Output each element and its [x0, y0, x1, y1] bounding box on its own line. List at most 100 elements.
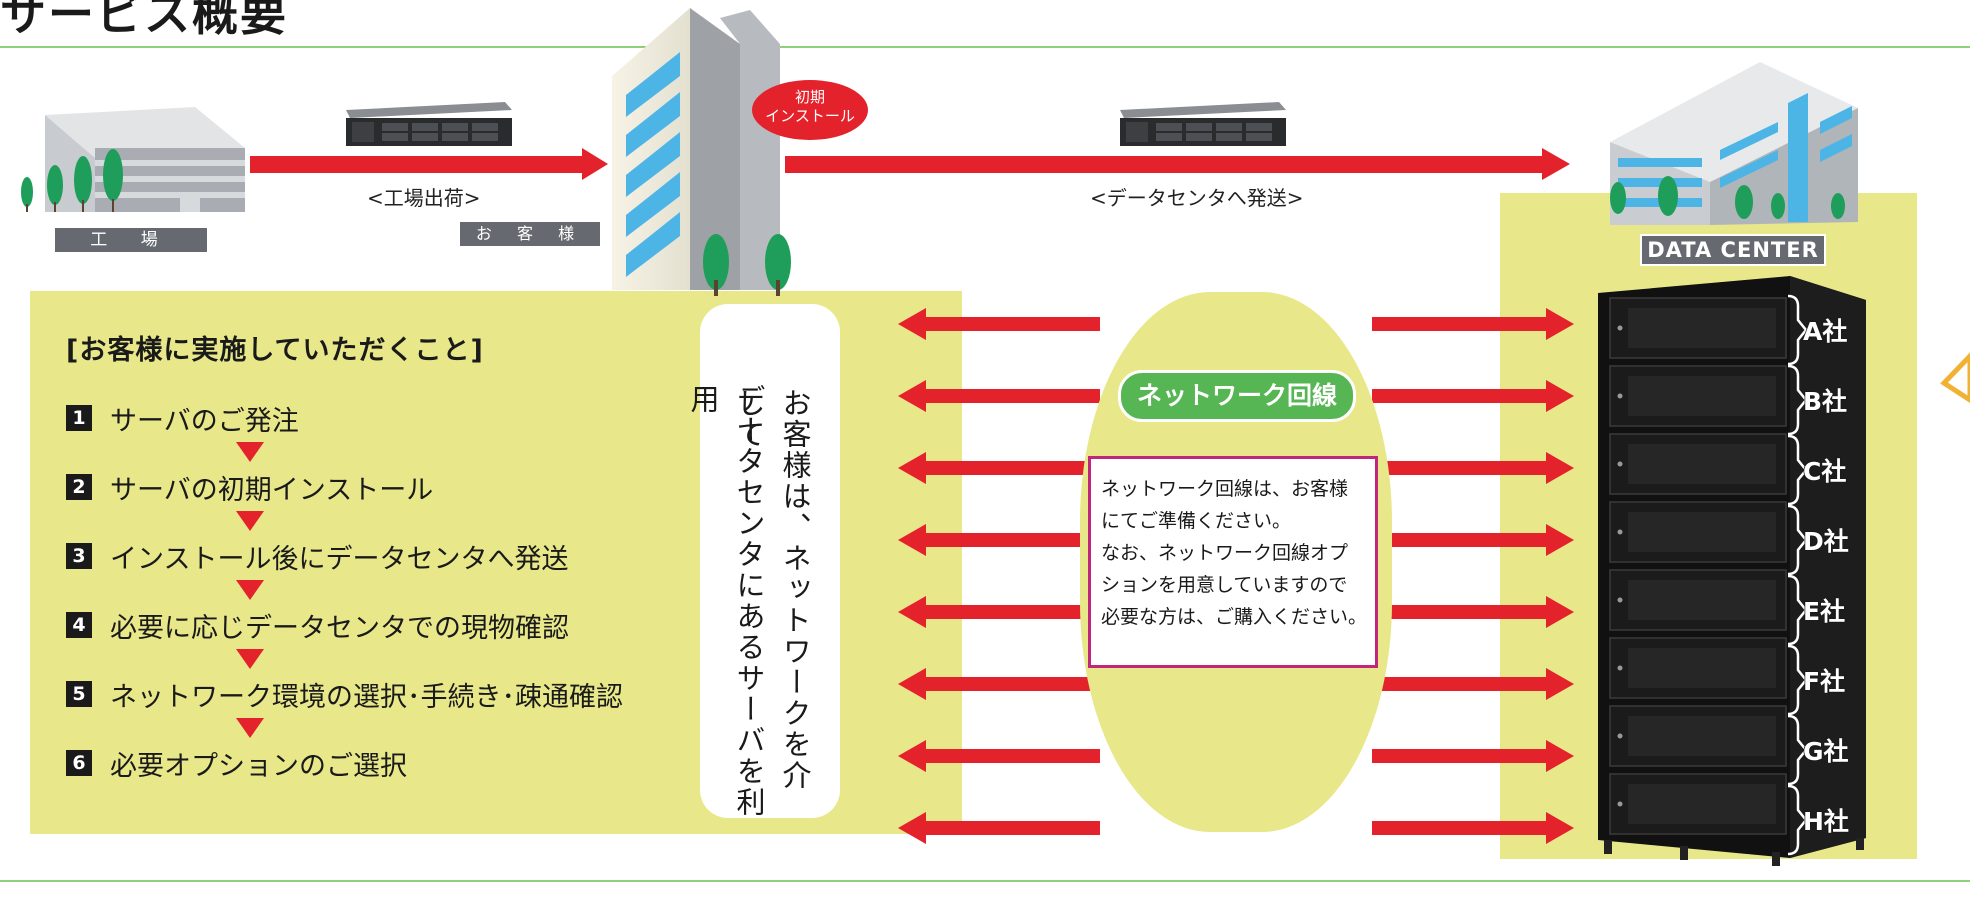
- rack-company-label: C社: [1802, 456, 1847, 486]
- rack-company-label: H社: [1802, 806, 1849, 836]
- rack-company-label: F社: [1802, 666, 1846, 696]
- rack-company-label: B社: [1802, 386, 1848, 416]
- network-note-line: なお、ネットワーク回線オプ: [1101, 542, 1349, 564]
- task-step-text: ネットワーク環境の選択･手続き･疎通確認: [110, 681, 623, 713]
- network-note-line: ネットワーク回線は、お客様: [1101, 478, 1349, 500]
- rack-slot-brace: [1787, 644, 1808, 716]
- task-step-text: 必要オプションのご選択: [110, 750, 407, 782]
- network-badge: ネットワーク回線: [1118, 370, 1356, 422]
- initial-install-badge: 初期 インストール: [752, 80, 868, 140]
- rack-shelf-lock: [1617, 597, 1623, 603]
- rack-shelf-lock: [1617, 665, 1623, 671]
- rack-shelf-glass: [1628, 308, 1776, 348]
- rack-company-label: G社: [1802, 736, 1849, 766]
- server-rack-icon: [1598, 276, 1866, 866]
- task-step-number: 4: [66, 612, 92, 638]
- rack-shelf-lock: [1617, 325, 1623, 331]
- task-step-number: 5: [66, 681, 92, 707]
- network-arrow-right: [1372, 812, 1574, 844]
- datacenter-building-icon: [1610, 62, 1858, 225]
- initial-install-badge-line2: インストール: [765, 107, 855, 125]
- network-arrow-right: [1372, 308, 1574, 340]
- task-step-text: サーバのご発注: [110, 405, 299, 437]
- task-step: 6 必要オプションのご選択: [66, 745, 407, 782]
- rack-shelf-lock: [1617, 801, 1623, 807]
- datacenter-label: DATA CENTER: [1640, 234, 1826, 266]
- task-step: 5 ネットワーク環境の選択･手続き･疎通確認: [66, 676, 623, 713]
- task-step-number: 6: [66, 750, 92, 776]
- step-down-arrow-icon: [236, 580, 264, 600]
- task-step-text: インストール後にデータセンタへ発送: [110, 543, 569, 575]
- rack-slot-brace: [1787, 364, 1808, 436]
- task-step: 4 必要に応じデータセンタでの現物確認: [66, 607, 569, 644]
- usage-message-line1: お客様は、ネットワークを介して: [732, 388, 812, 791]
- network-arrow-left: [898, 380, 1100, 412]
- network-arrow-left: [898, 596, 1100, 628]
- page-title: サービス概要: [0, 0, 288, 41]
- rack-slot-brace: [1787, 784, 1808, 856]
- rack-shelf-glass: [1628, 444, 1776, 484]
- network-arrow-right: [1372, 524, 1574, 556]
- bottom-rule: [0, 880, 1970, 882]
- rack-slot-brace: [1787, 574, 1808, 646]
- ship-from-factory-caption: <工場出荷>: [367, 186, 481, 210]
- task-step: 2 サーバの初期インストール: [66, 469, 434, 506]
- server-unit-icon: [1120, 102, 1286, 146]
- network-arrow-right: [1372, 452, 1574, 484]
- factory-label: 工 場: [55, 228, 207, 252]
- customer-office-building-icon: [612, 8, 791, 296]
- task-step-number: 1: [66, 405, 92, 431]
- network-arrow-right: [1372, 740, 1574, 772]
- usage-message-line2: データセンタにあるサーバを利用: [686, 384, 766, 818]
- rack-slot-brace: [1787, 714, 1808, 786]
- network-note-line: ションを用意していますので: [1101, 574, 1348, 596]
- rack-shelf-lock: [1617, 733, 1623, 739]
- rack-company-label: E社: [1802, 596, 1846, 626]
- task-step-text: サーバの初期インストール: [110, 474, 434, 506]
- rack-shelf-glass: [1628, 716, 1776, 756]
- network-arrow-right: [1372, 668, 1574, 700]
- network-arrows: [898, 308, 1574, 844]
- network-arrow-right: [1372, 380, 1574, 412]
- rack-company-label: A社: [1802, 316, 1848, 346]
- step-down-arrow-icon: [236, 511, 264, 531]
- rack-shelves: [1609, 297, 1787, 835]
- initial-install-badge-line1: 初期: [794, 88, 825, 106]
- rack-shelf-lock: [1617, 529, 1623, 535]
- network-note-line: 必要な方は、ご購入ください。: [1101, 606, 1368, 628]
- network-arrow-right: [1372, 596, 1574, 628]
- network-arrow-left: [898, 524, 1100, 556]
- task-step: 1 サーバのご発注: [66, 400, 299, 437]
- network-arrow-left: [898, 308, 1100, 340]
- task-step-text: 必要に応じデータセンタでの現物確認: [110, 612, 569, 644]
- rack-shelf-lock: [1617, 461, 1623, 467]
- rack-shelf-lock: [1617, 393, 1623, 399]
- task-step-number: 2: [66, 474, 92, 500]
- customer-label: お 客 様: [460, 222, 600, 246]
- rack-company-label: D社: [1802, 526, 1849, 556]
- task-step: 3 インストール後にデータセンタへ発送: [66, 538, 569, 575]
- usage-message-panel: お客様は、ネットワークを介して データセンタにあるサーバを利用: [686, 304, 840, 818]
- rack-slot-brace: [1787, 294, 1808, 366]
- rack-slot-braces: [1787, 294, 1808, 856]
- server-unit-icon: [346, 102, 512, 146]
- rack-shelf-glass: [1628, 784, 1776, 824]
- network-note-line: にてご準備ください。: [1101, 510, 1292, 532]
- flow-arrows: [250, 148, 1570, 180]
- network-arrow-left: [898, 452, 1100, 484]
- network-arrow-left: [898, 740, 1100, 772]
- top-rule: [0, 46, 1970, 48]
- step-down-arrow-icon: [236, 718, 264, 738]
- rack-shelf-glass: [1628, 648, 1776, 688]
- customer-tasks-title: [お客様に実施していただくこと]: [66, 335, 484, 366]
- rack-shelf-glass: [1628, 580, 1776, 620]
- network-arrow-left: [898, 812, 1100, 844]
- step-down-arrow-icon: [236, 442, 264, 462]
- factory-building-icon: [21, 107, 245, 212]
- rack-slot-brace: [1787, 504, 1808, 576]
- step-down-arrow-icon: [236, 649, 264, 669]
- task-step-number: 3: [66, 543, 92, 569]
- rack-shelf-glass: [1628, 376, 1776, 416]
- rack-shelf-glass: [1628, 512, 1776, 552]
